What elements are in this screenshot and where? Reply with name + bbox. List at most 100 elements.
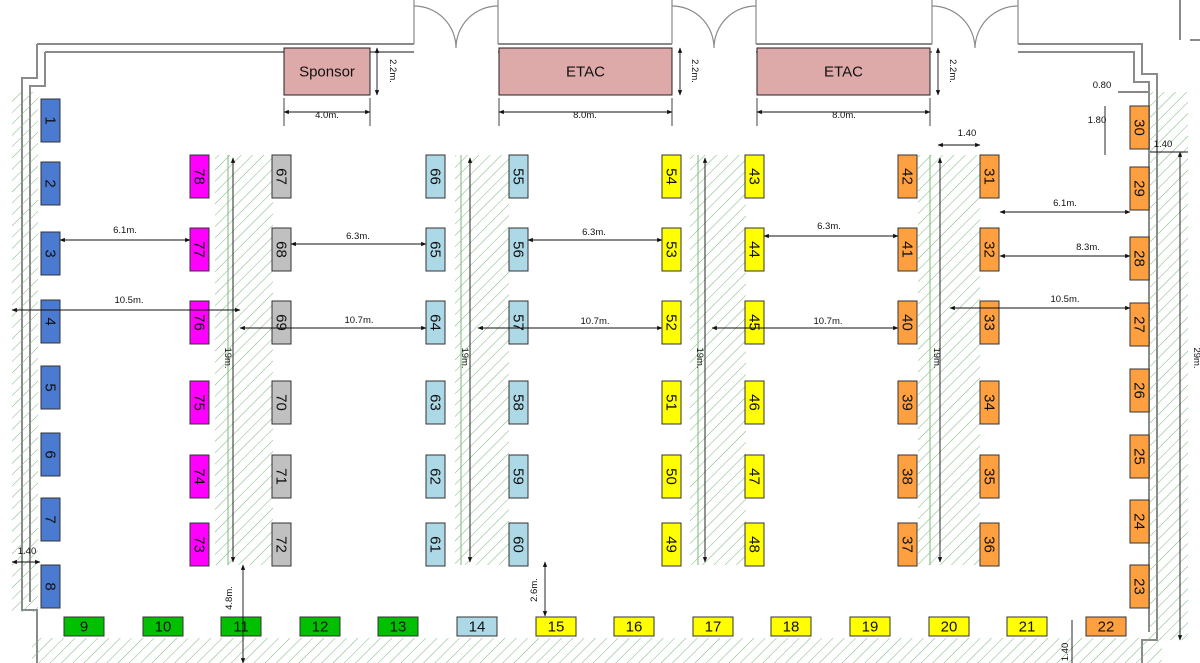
booth-52[interactable]: 52 xyxy=(661,300,682,345)
booth-23[interactable]: 23 xyxy=(1129,564,1150,609)
booth-47[interactable]: 47 xyxy=(744,454,765,499)
booth-20[interactable]: 20 xyxy=(928,616,970,637)
booth-43[interactable]: 43 xyxy=(744,154,765,199)
booth-40[interactable]: 40 xyxy=(897,300,918,345)
booth-50[interactable]: 50 xyxy=(661,454,682,499)
booth-21[interactable]: 21 xyxy=(1006,616,1048,637)
booth-14[interactable]: 14 xyxy=(456,616,498,637)
booth-48-box xyxy=(744,522,765,567)
booth-78[interactable]: 78 xyxy=(189,154,210,199)
booth-2[interactable]: 2 xyxy=(40,161,61,206)
booth-36[interactable]: 36 xyxy=(979,522,1000,567)
booth-29[interactable]: 29 xyxy=(1129,166,1150,211)
booth-18[interactable]: 18 xyxy=(770,616,812,637)
booth-72[interactable]: 72 xyxy=(271,522,292,567)
booth-28[interactable]: 28 xyxy=(1129,236,1150,281)
booth-54-box xyxy=(661,154,682,199)
booth-75[interactable]: 75 xyxy=(189,380,210,425)
booth-19[interactable]: 19 xyxy=(849,616,891,637)
booth-5[interactable]: 5 xyxy=(40,365,61,410)
booth-45[interactable]: 45 xyxy=(744,300,765,345)
booth-59-number: 59 xyxy=(510,468,527,485)
booth-13[interactable]: 13 xyxy=(377,616,419,637)
booth-71[interactable]: 71 xyxy=(271,454,292,499)
booth-35-box xyxy=(979,454,1000,499)
booth-38[interactable]: 38 xyxy=(897,454,918,499)
booth-67[interactable]: 67 xyxy=(271,154,292,199)
booth-12[interactable]: 12 xyxy=(299,616,341,637)
booth-35[interactable]: 35 xyxy=(979,454,1000,499)
booth-3-number: 3 xyxy=(42,249,59,257)
booth-60[interactable]: 60 xyxy=(508,522,529,567)
booth-12-box xyxy=(299,616,341,637)
booth-73[interactable]: 73 xyxy=(189,522,210,567)
booth-9[interactable]: 9 xyxy=(63,616,105,637)
booth-31[interactable]: 31 xyxy=(979,154,1000,199)
booth-8[interactable]: 8 xyxy=(40,564,61,609)
booth-68[interactable]: 68 xyxy=(271,227,292,272)
booth-34[interactable]: 34 xyxy=(979,380,1000,425)
booth-7[interactable]: 7 xyxy=(40,497,61,542)
booth-11[interactable]: 11 xyxy=(220,616,262,637)
booth-51[interactable]: 51 xyxy=(661,380,682,425)
booth-39[interactable]: 39 xyxy=(897,380,918,425)
booth-41[interactable]: 41 xyxy=(897,227,918,272)
booth-44[interactable]: 44 xyxy=(744,227,765,272)
booth-15[interactable]: 15 xyxy=(535,616,577,637)
dimension-sponsor-height: 2.2m. xyxy=(374,47,398,96)
booth-33[interactable]: 33 xyxy=(979,300,1000,345)
booth-4[interactable]: 4 xyxy=(40,299,61,344)
booth-26[interactable]: 26 xyxy=(1129,368,1150,413)
booth-46-number: 46 xyxy=(746,394,763,411)
booth-48[interactable]: 48 xyxy=(744,522,765,567)
booth-46[interactable]: 46 xyxy=(744,380,765,425)
booth-62[interactable]: 62 xyxy=(425,454,446,499)
booth-63[interactable]: 63 xyxy=(425,380,446,425)
booth-16[interactable]: 16 xyxy=(613,616,655,637)
booth-8-box xyxy=(40,564,61,609)
booth-1[interactable]: 1 xyxy=(40,98,61,143)
dimension-booth30-width: 0.80 xyxy=(1093,80,1148,93)
booth-77[interactable]: 77 xyxy=(189,227,210,272)
booth-26-number: 26 xyxy=(1131,382,1148,399)
booth-61-box xyxy=(425,522,446,567)
booth-59[interactable]: 59 xyxy=(508,454,529,499)
booth-76[interactable]: 76 xyxy=(189,300,210,345)
booth-56[interactable]: 56 xyxy=(508,227,529,272)
booth-58[interactable]: 58 xyxy=(508,380,529,425)
booth-55[interactable]: 55 xyxy=(508,154,529,199)
booth-30[interactable]: 30 xyxy=(1129,105,1150,150)
dimension-sponsor-width: 4.0m. xyxy=(283,98,371,126)
booth-57-box xyxy=(508,300,529,345)
dimension-v-19-3-label: 19m. xyxy=(694,347,705,368)
booth-66[interactable]: 66 xyxy=(425,154,446,199)
dimension-left-gap: 1.40 xyxy=(11,546,41,565)
booth-32[interactable]: 32 xyxy=(979,227,1000,272)
booth-17[interactable]: 17 xyxy=(692,616,734,637)
dimension-v-2-6: 2.6m. xyxy=(529,561,548,617)
booth-74[interactable]: 74 xyxy=(189,454,210,499)
booth-3[interactable]: 3 xyxy=(40,231,61,276)
booth-27[interactable]: 27 xyxy=(1129,302,1150,347)
dimension-col31-gap-label: 1.40 xyxy=(958,128,977,139)
booth-38-number: 38 xyxy=(899,468,916,485)
booth-64[interactable]: 64 xyxy=(425,300,446,345)
booth-22[interactable]: 22 xyxy=(1085,616,1127,637)
booth-61[interactable]: 61 xyxy=(425,522,446,567)
booth-57[interactable]: 57 xyxy=(508,300,529,345)
booth-53[interactable]: 53 xyxy=(661,227,682,272)
booth-24[interactable]: 24 xyxy=(1129,499,1150,544)
booth-45-box xyxy=(744,300,765,345)
booth-49[interactable]: 49 xyxy=(661,522,682,567)
booth-69[interactable]: 69 xyxy=(271,300,292,345)
booth-25[interactable]: 25 xyxy=(1129,434,1150,479)
booth-70[interactable]: 70 xyxy=(271,380,292,425)
booth-42[interactable]: 42 xyxy=(897,154,918,199)
booth-39-number: 39 xyxy=(899,394,916,411)
booth-37[interactable]: 37 xyxy=(897,522,918,567)
booth-65[interactable]: 65 xyxy=(425,227,446,272)
booth-6[interactable]: 6 xyxy=(40,432,61,477)
booth-2-box xyxy=(40,161,61,206)
booth-54[interactable]: 54 xyxy=(661,154,682,199)
booth-10[interactable]: 10 xyxy=(142,616,184,637)
